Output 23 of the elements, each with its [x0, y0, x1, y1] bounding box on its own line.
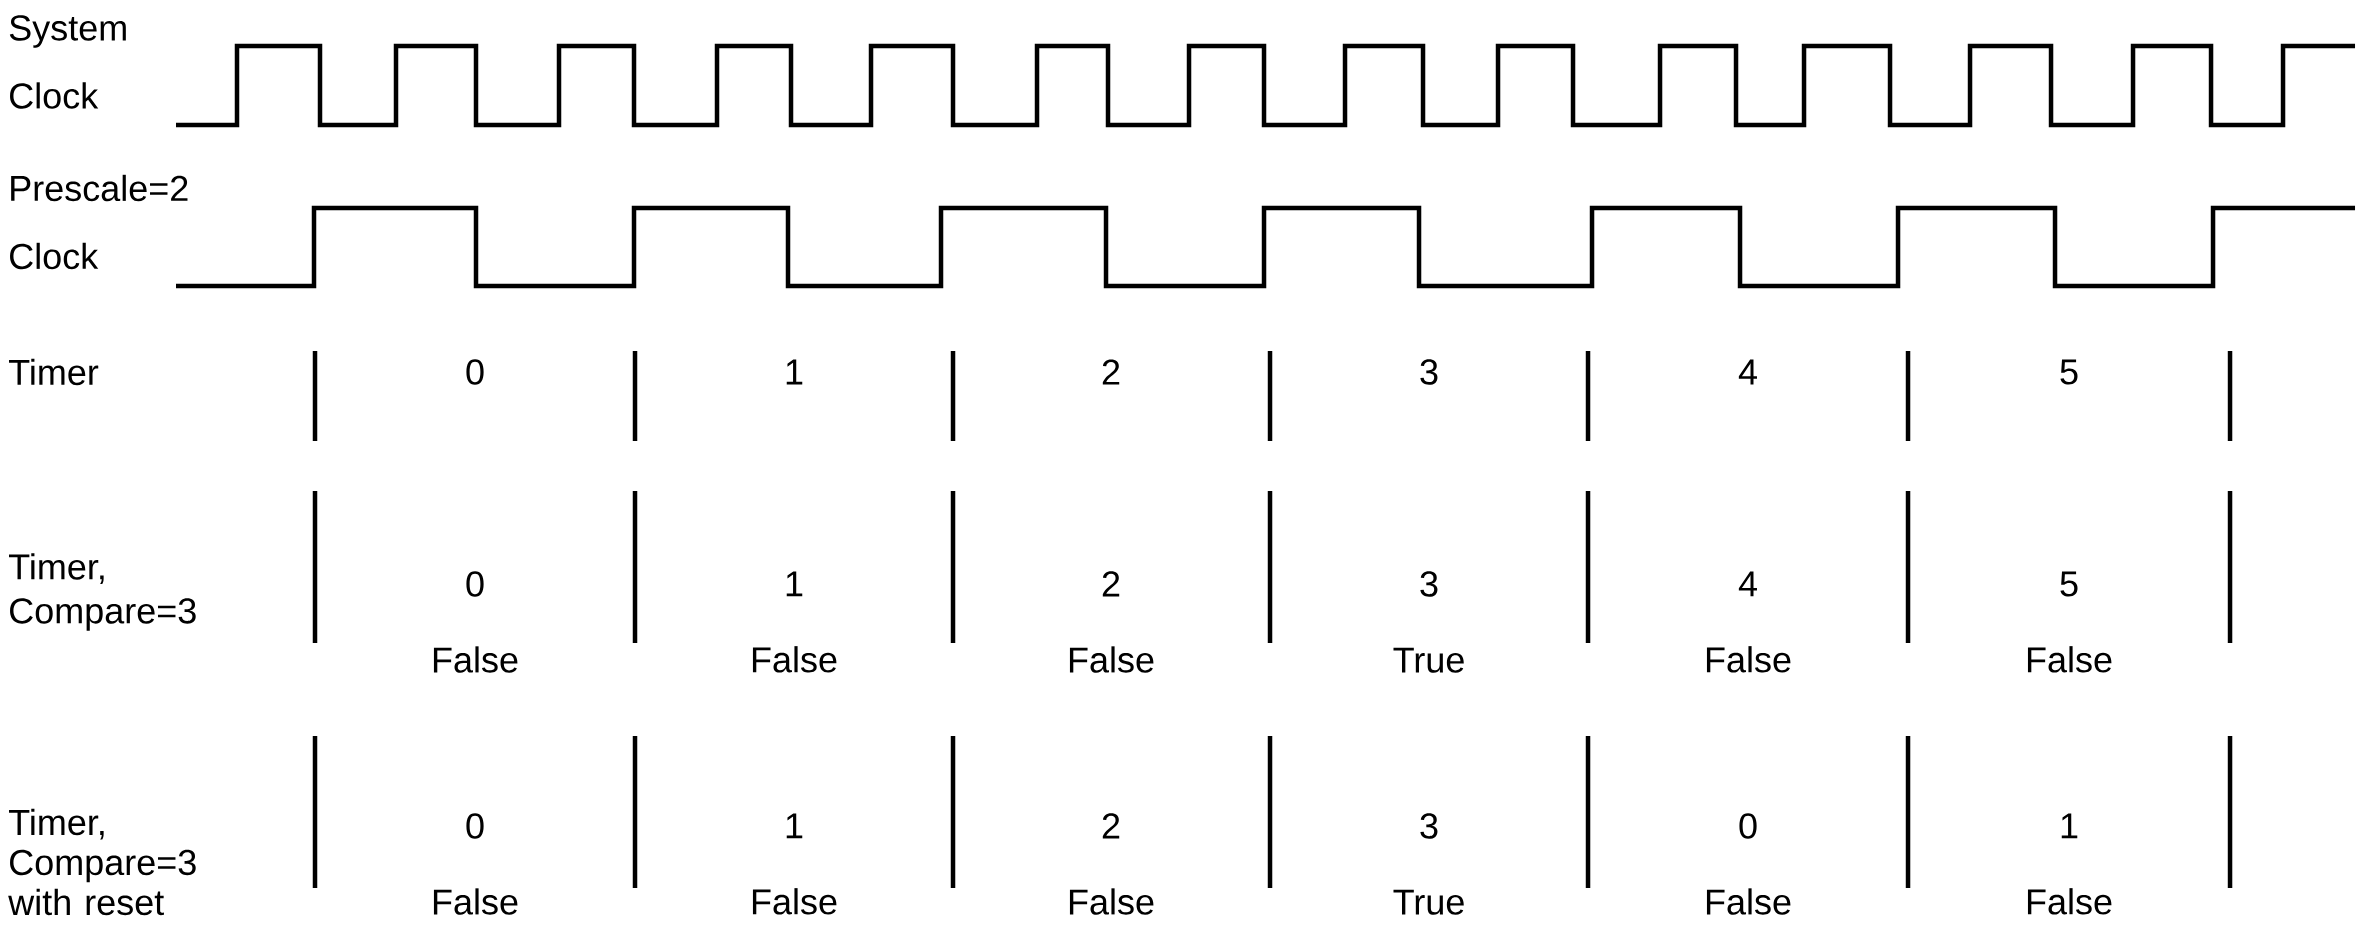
- timer-value: 0 False: [433, 571, 518, 673]
- timer-value: 4: [1738, 359, 1757, 385]
- timer-value: 0: [466, 359, 484, 385]
- timer-value: 2: [1102, 359, 1120, 385]
- timer-value: 5 False: [2027, 571, 2112, 673]
- row-label: Prescale=2 Clock: [10, 174, 188, 270]
- timer-value: 1: [786, 359, 803, 385]
- timer-value: 5: [2060, 359, 2078, 385]
- timer-value: 3 True: [1393, 571, 1464, 673]
- timer-value: 3: [1420, 359, 1438, 385]
- timer-value: 1 False: [752, 813, 837, 915]
- timer-value: 2 False: [1069, 813, 1154, 915]
- timer-value: 1 False: [2027, 813, 2112, 915]
- timer-value: 1 False: [752, 571, 837, 673]
- row-label: Timer, Compare=3: [9, 553, 196, 631]
- timer-value: 0 False: [433, 813, 518, 915]
- timer-value: 0 False: [1706, 813, 1791, 915]
- timer-value: 2 False: [1069, 571, 1154, 673]
- timer-value: 4 False: [1706, 571, 1791, 673]
- row-label: Timer, Compare=3 with reset: [8, 808, 196, 916]
- row-label: System Clock: [9, 15, 126, 109]
- timer-value: 3 True: [1393, 813, 1464, 915]
- row-label: Timer: [9, 358, 99, 386]
